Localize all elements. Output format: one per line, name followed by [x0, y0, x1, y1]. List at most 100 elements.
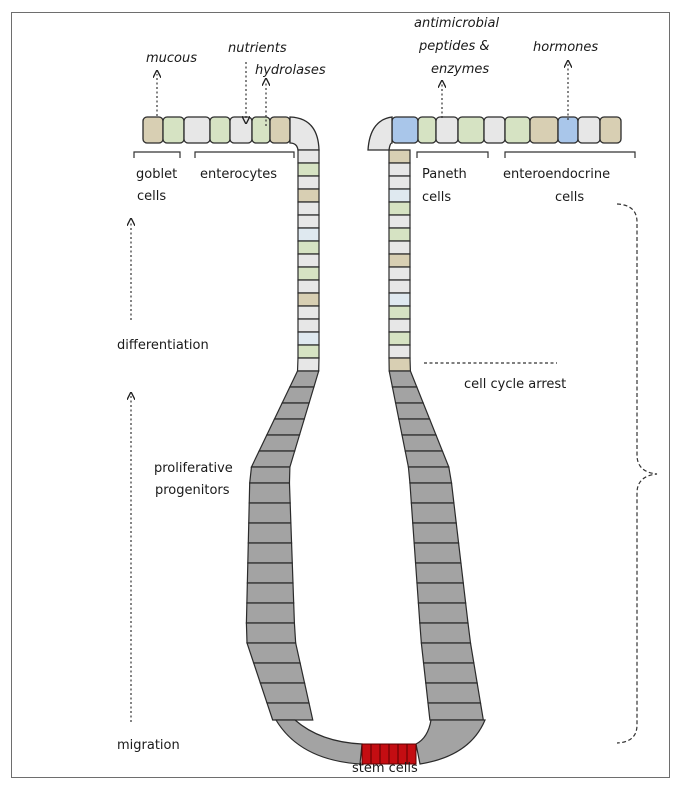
epithelial-cell [414, 543, 461, 563]
epithelial-cell [484, 117, 505, 143]
epithelial-cell [420, 623, 471, 643]
epithelial-cell [276, 720, 362, 764]
epithelial-cell [396, 403, 430, 419]
epithelial-cell [389, 319, 410, 332]
epithelial-cell [247, 643, 300, 663]
epithelial-cell [163, 117, 184, 143]
epithelial-cell [230, 117, 252, 143]
crypt-villus-brace [617, 204, 657, 743]
epithelial-cell [424, 663, 478, 683]
epithelial-cell [298, 150, 319, 163]
epithelial-cell [248, 543, 292, 563]
epithelial-cell [298, 267, 319, 280]
epithelial-cell [389, 267, 410, 280]
stem-cells-label: stem cells [352, 761, 418, 776]
epithelial-cell [298, 319, 319, 332]
epithelial-cell [426, 683, 481, 703]
epithelial-cell [290, 117, 319, 150]
epithelial-cell [247, 563, 293, 583]
epithelial-cell [298, 202, 319, 215]
epithelial-cell [389, 371, 417, 387]
epithelial-cell [143, 117, 163, 143]
epithelial-cell [416, 563, 464, 583]
epithelial-cell [298, 176, 319, 189]
migration-label: migration [117, 738, 180, 753]
epithelial-cell [248, 523, 291, 543]
epithelial-cell [249, 483, 290, 503]
epithelial-cell [368, 117, 392, 150]
epithelial-cell [389, 215, 410, 228]
epithelial-cell [254, 663, 305, 683]
epithelial-cell [428, 703, 483, 720]
hormones-label: hormones [533, 40, 598, 55]
epithelial-cell [505, 117, 530, 143]
enteroendocrine-bracket [505, 152, 635, 158]
epithelial-cell [389, 202, 410, 215]
proliferative-label-line2: progenitors [155, 483, 230, 498]
epithelial-cell [298, 228, 319, 241]
epithelial-cell [402, 435, 442, 451]
epithelial-cell [405, 451, 449, 467]
enteroendocrine-label-line2: cells [555, 190, 584, 205]
epithelial-cell [413, 523, 459, 543]
epithelial-cell [210, 117, 230, 143]
enteroendocrine-label-line1: enteroendocrine [503, 167, 610, 182]
epithelial-cell [298, 358, 319, 371]
epithelial-cell [416, 720, 485, 764]
antimicrobial-label-line1: antimicrobial [414, 16, 499, 31]
surface-epithelium-left [143, 117, 319, 150]
epithelial-cell [184, 117, 210, 143]
epithelial-cell [389, 241, 410, 254]
epithelial-cell [298, 241, 319, 254]
epithelial-cell [389, 150, 410, 163]
proliferative-label-line1: proliferative [154, 461, 233, 476]
epithelial-cell [408, 467, 451, 483]
epithelial-cell [298, 332, 319, 345]
epithelial-cell [298, 215, 319, 228]
epithelial-cell [389, 306, 410, 319]
epithelial-cell [399, 419, 436, 435]
goblet-label-line2: cells [137, 189, 166, 204]
epithelial-cell [558, 117, 578, 143]
epithelial-cell [436, 117, 458, 143]
epithelial-cell [267, 703, 313, 720]
epithelial-cell [298, 254, 319, 267]
hydrolases-label: hydrolases [255, 63, 326, 78]
paneth-label-line1: Paneth [422, 167, 467, 182]
epithelial-cell [298, 306, 319, 319]
epithelial-cell [298, 345, 319, 358]
epithelial-cell [600, 117, 621, 143]
epithelial-cell [411, 503, 456, 523]
epithelial-cell [252, 117, 270, 143]
crypt-epithelium [246, 150, 485, 764]
epithelial-cell [259, 435, 299, 451]
epithelial-cell [389, 163, 410, 176]
epithelial-cell [250, 467, 290, 483]
antimicrobial-label-line3: enzymes [431, 62, 489, 77]
differentiation-label: differentiation [117, 338, 209, 353]
epithelial-cell [578, 117, 600, 143]
epithelial-cell [410, 483, 454, 503]
epithelial-cell [389, 293, 410, 306]
epithelial-cell [389, 345, 410, 358]
epithelial-cell [530, 117, 558, 143]
goblet-bracket [134, 152, 180, 158]
enterocytes-bracket [195, 152, 294, 158]
epithelial-cell [247, 583, 294, 603]
cell-cycle-arrest-label: cell cycle arrest [464, 377, 566, 392]
epithelial-cell [389, 228, 410, 241]
epithelial-cell [282, 387, 314, 403]
epithelial-cell [270, 117, 290, 143]
epithelial-cell [246, 623, 295, 643]
epithelial-cell [458, 117, 484, 143]
epithelial-cell [298, 163, 319, 176]
epithelial-cell [389, 176, 410, 189]
surface-epithelium-right [368, 117, 621, 150]
epithelial-cell [389, 189, 410, 202]
epithelial-cell [418, 603, 468, 623]
epithelial-cell [389, 358, 410, 371]
paneth-bracket [417, 152, 488, 158]
epithelial-cell [251, 451, 294, 467]
goblet-label-line1: goblet [136, 167, 177, 182]
